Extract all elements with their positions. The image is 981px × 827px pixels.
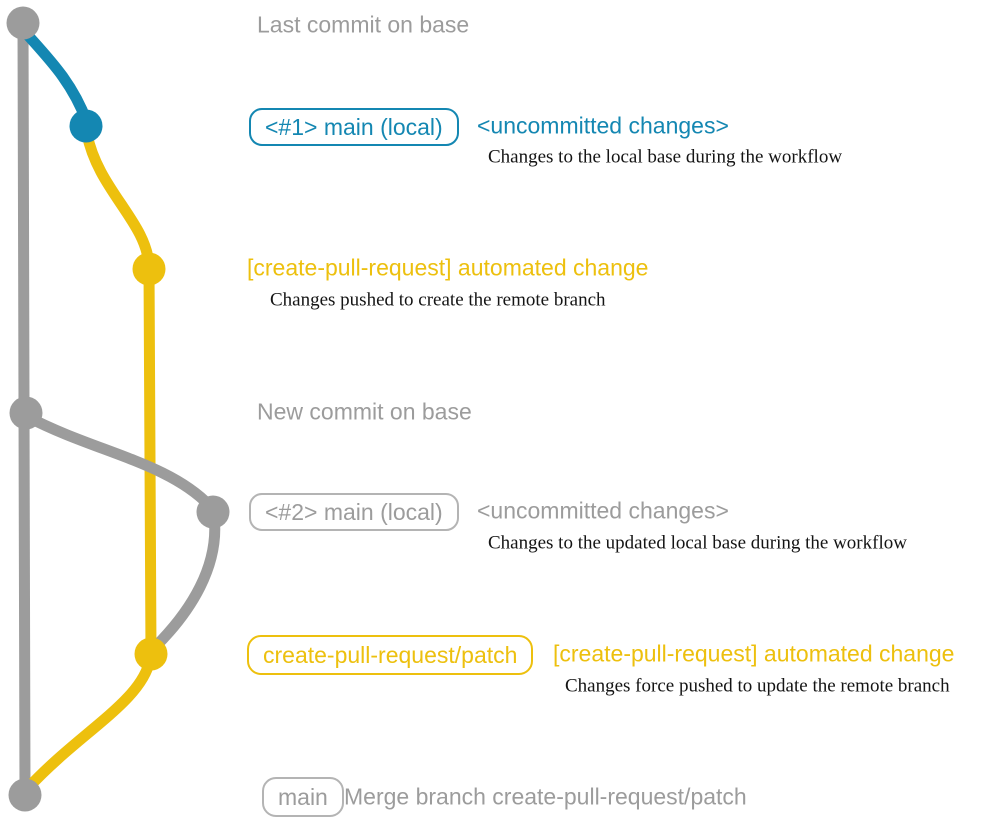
automated-change-label-2: [create-pull-request] automated change — [553, 640, 955, 667]
main-ref-box: main — [262, 777, 344, 817]
patch-branch-merge-line — [22, 654, 156, 794]
automated-change-label-1: [create-pull-request] automated change — [247, 254, 649, 281]
commit-node-main-local-2 — [196, 495, 230, 529]
uncommitted-changes-label-1: <uncommitted changes> — [477, 112, 729, 139]
uncommitted-changes-desc-2: Changes to the updated local base during… — [488, 532, 907, 554]
main-local-branch-line-2 — [22, 411, 216, 512]
automated-change-desc-2: Changes force pushed to update the remot… — [565, 675, 950, 697]
commit-node-automated-1 — [132, 252, 166, 286]
patch-branch-ref-box: create-pull-request/patch — [247, 635, 534, 675]
commit-node-main-local-1 — [69, 109, 103, 143]
uncommitted-changes-label-2: <uncommitted changes> — [477, 497, 729, 524]
commit-node-automated-2 — [134, 637, 168, 671]
main-local-2-ref-box: <#2> main (local) — [249, 493, 459, 531]
main-local-force-push-line — [150, 510, 221, 652]
new-commit-label: New commit on base — [257, 398, 472, 425]
automated-change-desc-1: Changes pushed to create the remote bran… — [270, 289, 606, 311]
patch-branch-line-vertical — [143, 262, 157, 660]
commit-node-merge — [8, 778, 42, 812]
uncommitted-changes-desc-1: Changes to the local base during the wor… — [488, 146, 843, 168]
merge-commit-label: Merge branch create-pull-request/patch — [344, 783, 747, 810]
main-local-branch-line-1 — [19, 26, 93, 128]
patch-branch-line-top — [81, 128, 155, 272]
commit-node-last-base — [6, 6, 40, 40]
commit-node-new-base — [9, 396, 43, 430]
main-local-1-ref-box: <#1> main (local) — [249, 108, 459, 146]
last-commit-label: Last commit on base — [257, 11, 470, 38]
